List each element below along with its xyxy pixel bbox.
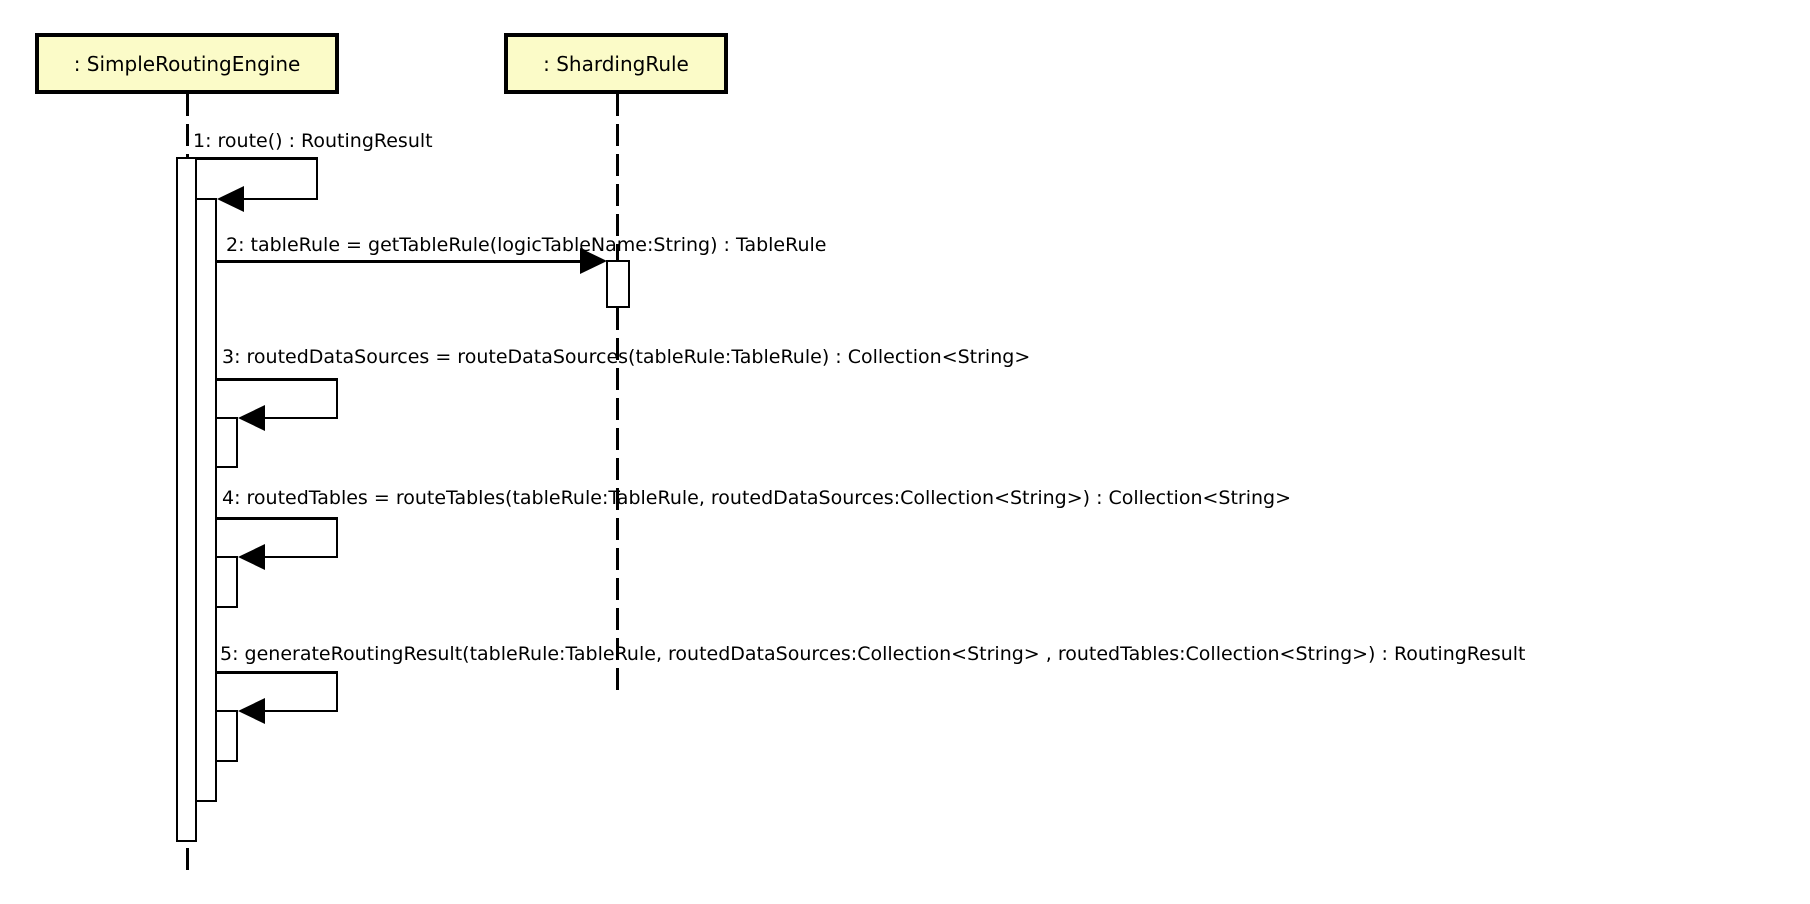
message-2-arrowhead-icon	[580, 248, 607, 274]
message-5-arrowhead-icon	[238, 697, 265, 724]
message-3-line-side	[335, 378, 338, 419]
lifeline-simple-routing-engine-lower	[185, 848, 189, 872]
message-1-arrowhead-icon	[217, 185, 244, 212]
message-5-line-out	[216, 671, 338, 674]
message-1-label: 1: route() : RoutingResult	[193, 130, 433, 152]
activation-bar-sharding-rule	[606, 260, 630, 308]
participant-box-sharding-rule: : ShardingRule	[504, 33, 728, 94]
message-3-line-out	[216, 378, 338, 381]
message-3-label: 3: routedDataSources = routeDataSources(…	[222, 346, 1031, 368]
participant-label-simple-routing-engine: : SimpleRoutingEngine	[73, 51, 301, 76]
lifeline-sharding-rule-upper	[615, 94, 619, 260]
message-3-arrowhead-icon	[238, 404, 265, 431]
message-4-line-return	[252, 555, 338, 558]
message-4-line-side	[335, 517, 338, 558]
message-5-label: 5: generateRoutingResult(tableRule:Table…	[220, 643, 1526, 665]
message-5-line-return	[252, 709, 338, 712]
lifeline-simple-routing-engine-upper	[185, 94, 189, 157]
message-1-line-return	[232, 197, 318, 200]
participant-label-sharding-rule: : ShardingRule	[543, 51, 689, 76]
message-4-arrowhead-icon	[238, 543, 265, 570]
activation-bar-engine-level2	[194, 198, 217, 802]
activation-bar-engine-msg3	[215, 417, 238, 468]
message-3-line-return	[252, 416, 338, 419]
lifeline-sharding-rule-lower	[615, 308, 619, 690]
message-4-label: 4: routedTables = routeTables(tableRule:…	[222, 487, 1292, 509]
message-1-line-out	[196, 157, 318, 160]
activation-bar-engine-msg5	[215, 710, 238, 762]
message-4-line-out	[216, 517, 338, 520]
participant-box-simple-routing-engine: : SimpleRoutingEngine	[35, 33, 339, 94]
message-2-label: 2: tableRule = getTableRule(logicTableNa…	[226, 234, 827, 256]
message-1-line-side	[315, 157, 318, 200]
message-5-line-side	[335, 671, 338, 712]
message-2-line	[217, 260, 590, 263]
activation-bar-engine-msg4	[215, 556, 238, 608]
